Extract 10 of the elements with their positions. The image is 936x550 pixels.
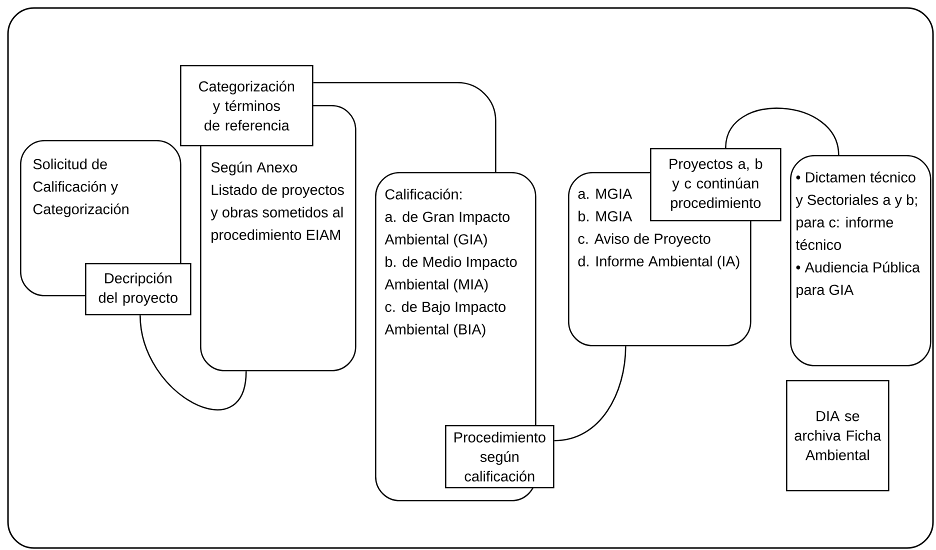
label-box: Decripción del proyecto (85, 263, 192, 316)
connector-line (140, 315, 247, 410)
label-box: Proyectos a, b y c continúan procedimiento (650, 148, 782, 222)
connector-line (725, 108, 840, 156)
label-box: DIA se archiva Ficha Ambiental (786, 380, 890, 492)
connector-line (313, 82, 496, 172)
label-box: Procedimiento según calificación (445, 425, 554, 488)
rounded-box: • Dictamen técnico y Sectoriales a y b; para c: informe técnico • Audiencia Pública para GIA (790, 155, 932, 366)
label-box: Categorización y términos de referencia (180, 65, 314, 146)
connector-line (554, 346, 626, 442)
